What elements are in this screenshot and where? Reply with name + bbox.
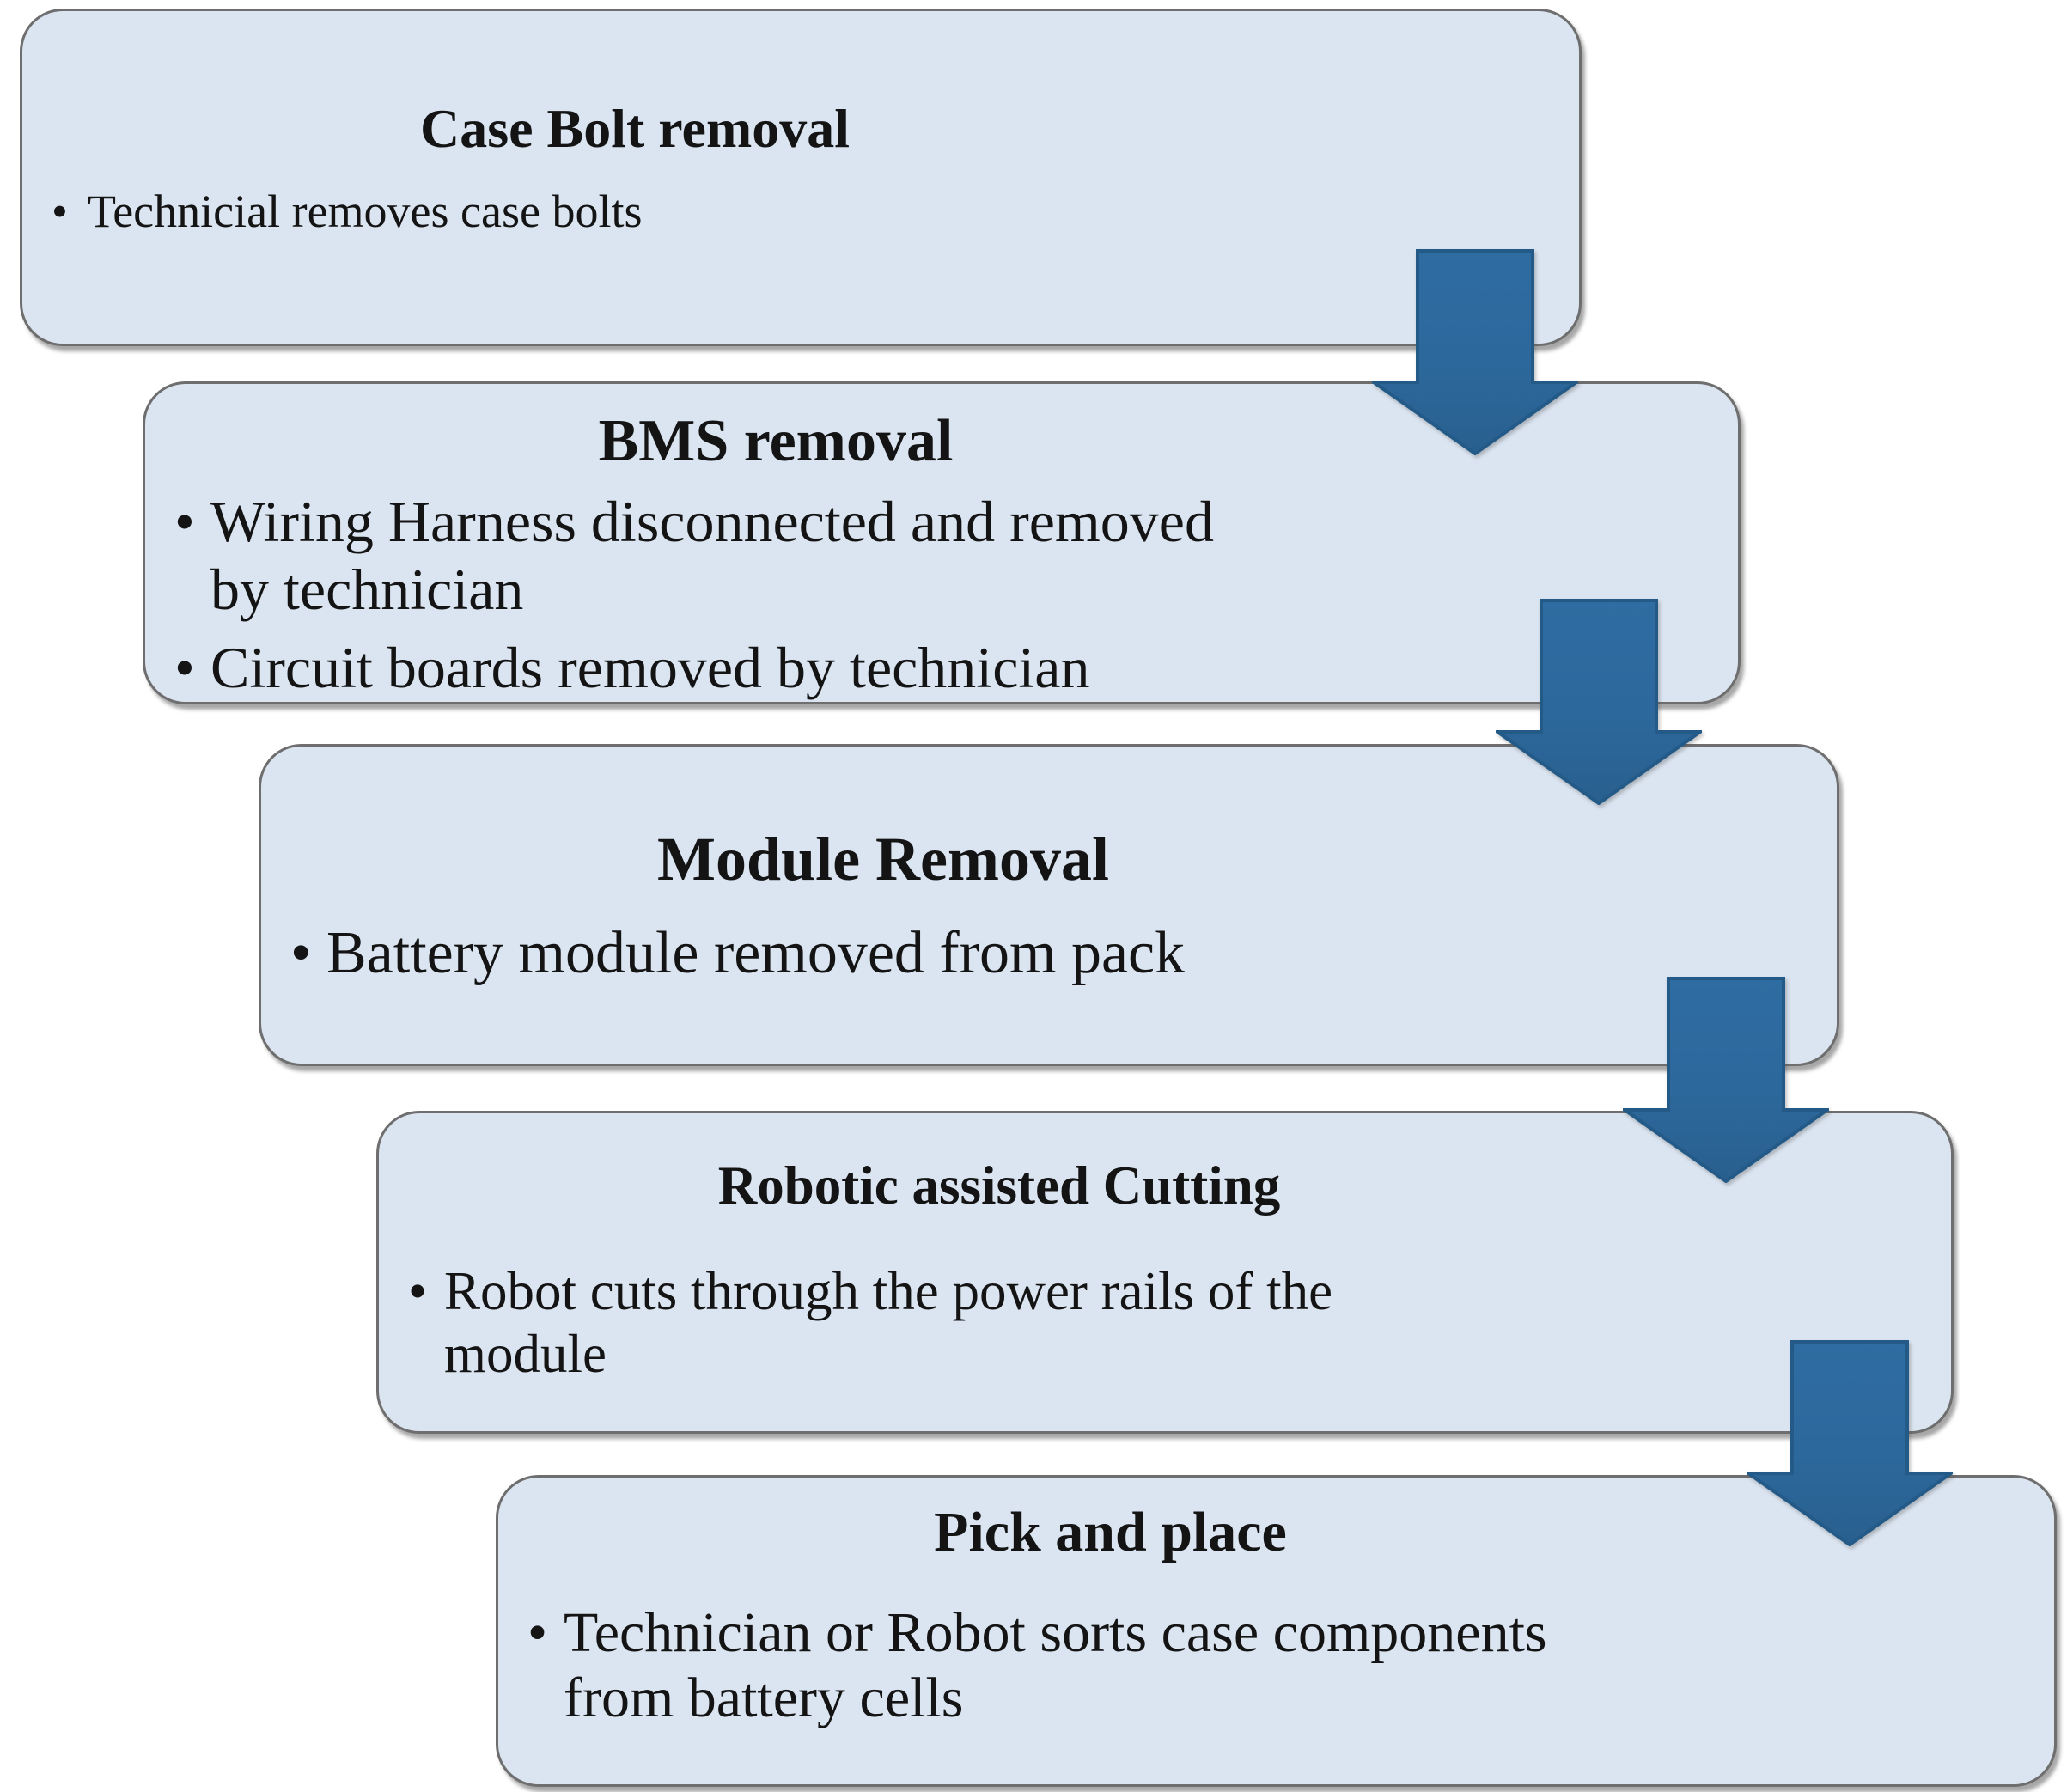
- bullet-text: Technicial removes case bolts: [88, 186, 643, 238]
- bullet-item: • Robot cuts through the power rails of …: [408, 1260, 1590, 1386]
- bullet-item: • Circuit boards removed by technician: [174, 634, 1377, 702]
- bullet-item: • Technician or Robot sorts case compone…: [527, 1600, 1693, 1732]
- down-arrow-icon: [1372, 249, 1578, 455]
- step-content: Module Removal • Battery module removed …: [261, 747, 1837, 988]
- bullet-item: • Wiring Harness disconnected and remove…: [174, 488, 1377, 624]
- step-content: BMS removal • Wiring Harness disconnecte…: [145, 384, 1738, 702]
- step-title: Robotic assisted Cutting: [717, 1155, 1281, 1216]
- step-content: Robotic assisted Cutting • Robot cuts th…: [379, 1113, 1951, 1386]
- down-arrow-icon: [1623, 977, 1829, 1183]
- bullet-text: Circuit boards removed by technician: [210, 634, 1090, 700]
- bullet-text: Wiring Harness disconnected and removed …: [210, 489, 1214, 623]
- step-content: Pick and place • Technician or Robot sor…: [498, 1478, 2054, 1732]
- bullet-marker: •: [174, 489, 195, 555]
- step-title: Pick and place: [934, 1501, 1287, 1563]
- bullet-text: Robot cuts through the power rails of th…: [444, 1261, 1333, 1385]
- bullet-marker: •: [290, 919, 312, 986]
- step-box-module-removal: Module Removal • Battery module removed …: [259, 744, 1839, 1066]
- down-arrow-icon: [1496, 599, 1702, 805]
- bullet-marker: •: [527, 1600, 548, 1664]
- step-title: Module Removal: [657, 825, 1109, 893]
- bullet-text: Technician or Robot sorts case component…: [564, 1600, 1547, 1730]
- step-box-pick-and-place: Pick and place • Technician or Robot sor…: [496, 1475, 2057, 1787]
- step-box-robotic-assisted-cutting: Robotic assisted Cutting • Robot cuts th…: [376, 1111, 1954, 1434]
- bullet-text: Battery module removed from pack: [326, 919, 1186, 986]
- step-content: Case Bolt removal • Technicial removes c…: [22, 11, 1579, 239]
- bullet-marker: •: [174, 634, 195, 700]
- step-title: BMS removal: [598, 408, 954, 474]
- bullet-item: • Battery module removed from pack: [290, 918, 1476, 988]
- bullet-marker: •: [52, 186, 68, 238]
- down-arrow-icon: [1747, 1340, 1953, 1546]
- step-box-case-bolt-removal: Case Bolt removal • Technicial removes c…: [20, 9, 1582, 346]
- bullet-marker: •: [408, 1261, 428, 1322]
- step-title: Case Bolt removal: [419, 98, 851, 159]
- bullet-item: • Technicial removes case bolts: [52, 185, 1218, 239]
